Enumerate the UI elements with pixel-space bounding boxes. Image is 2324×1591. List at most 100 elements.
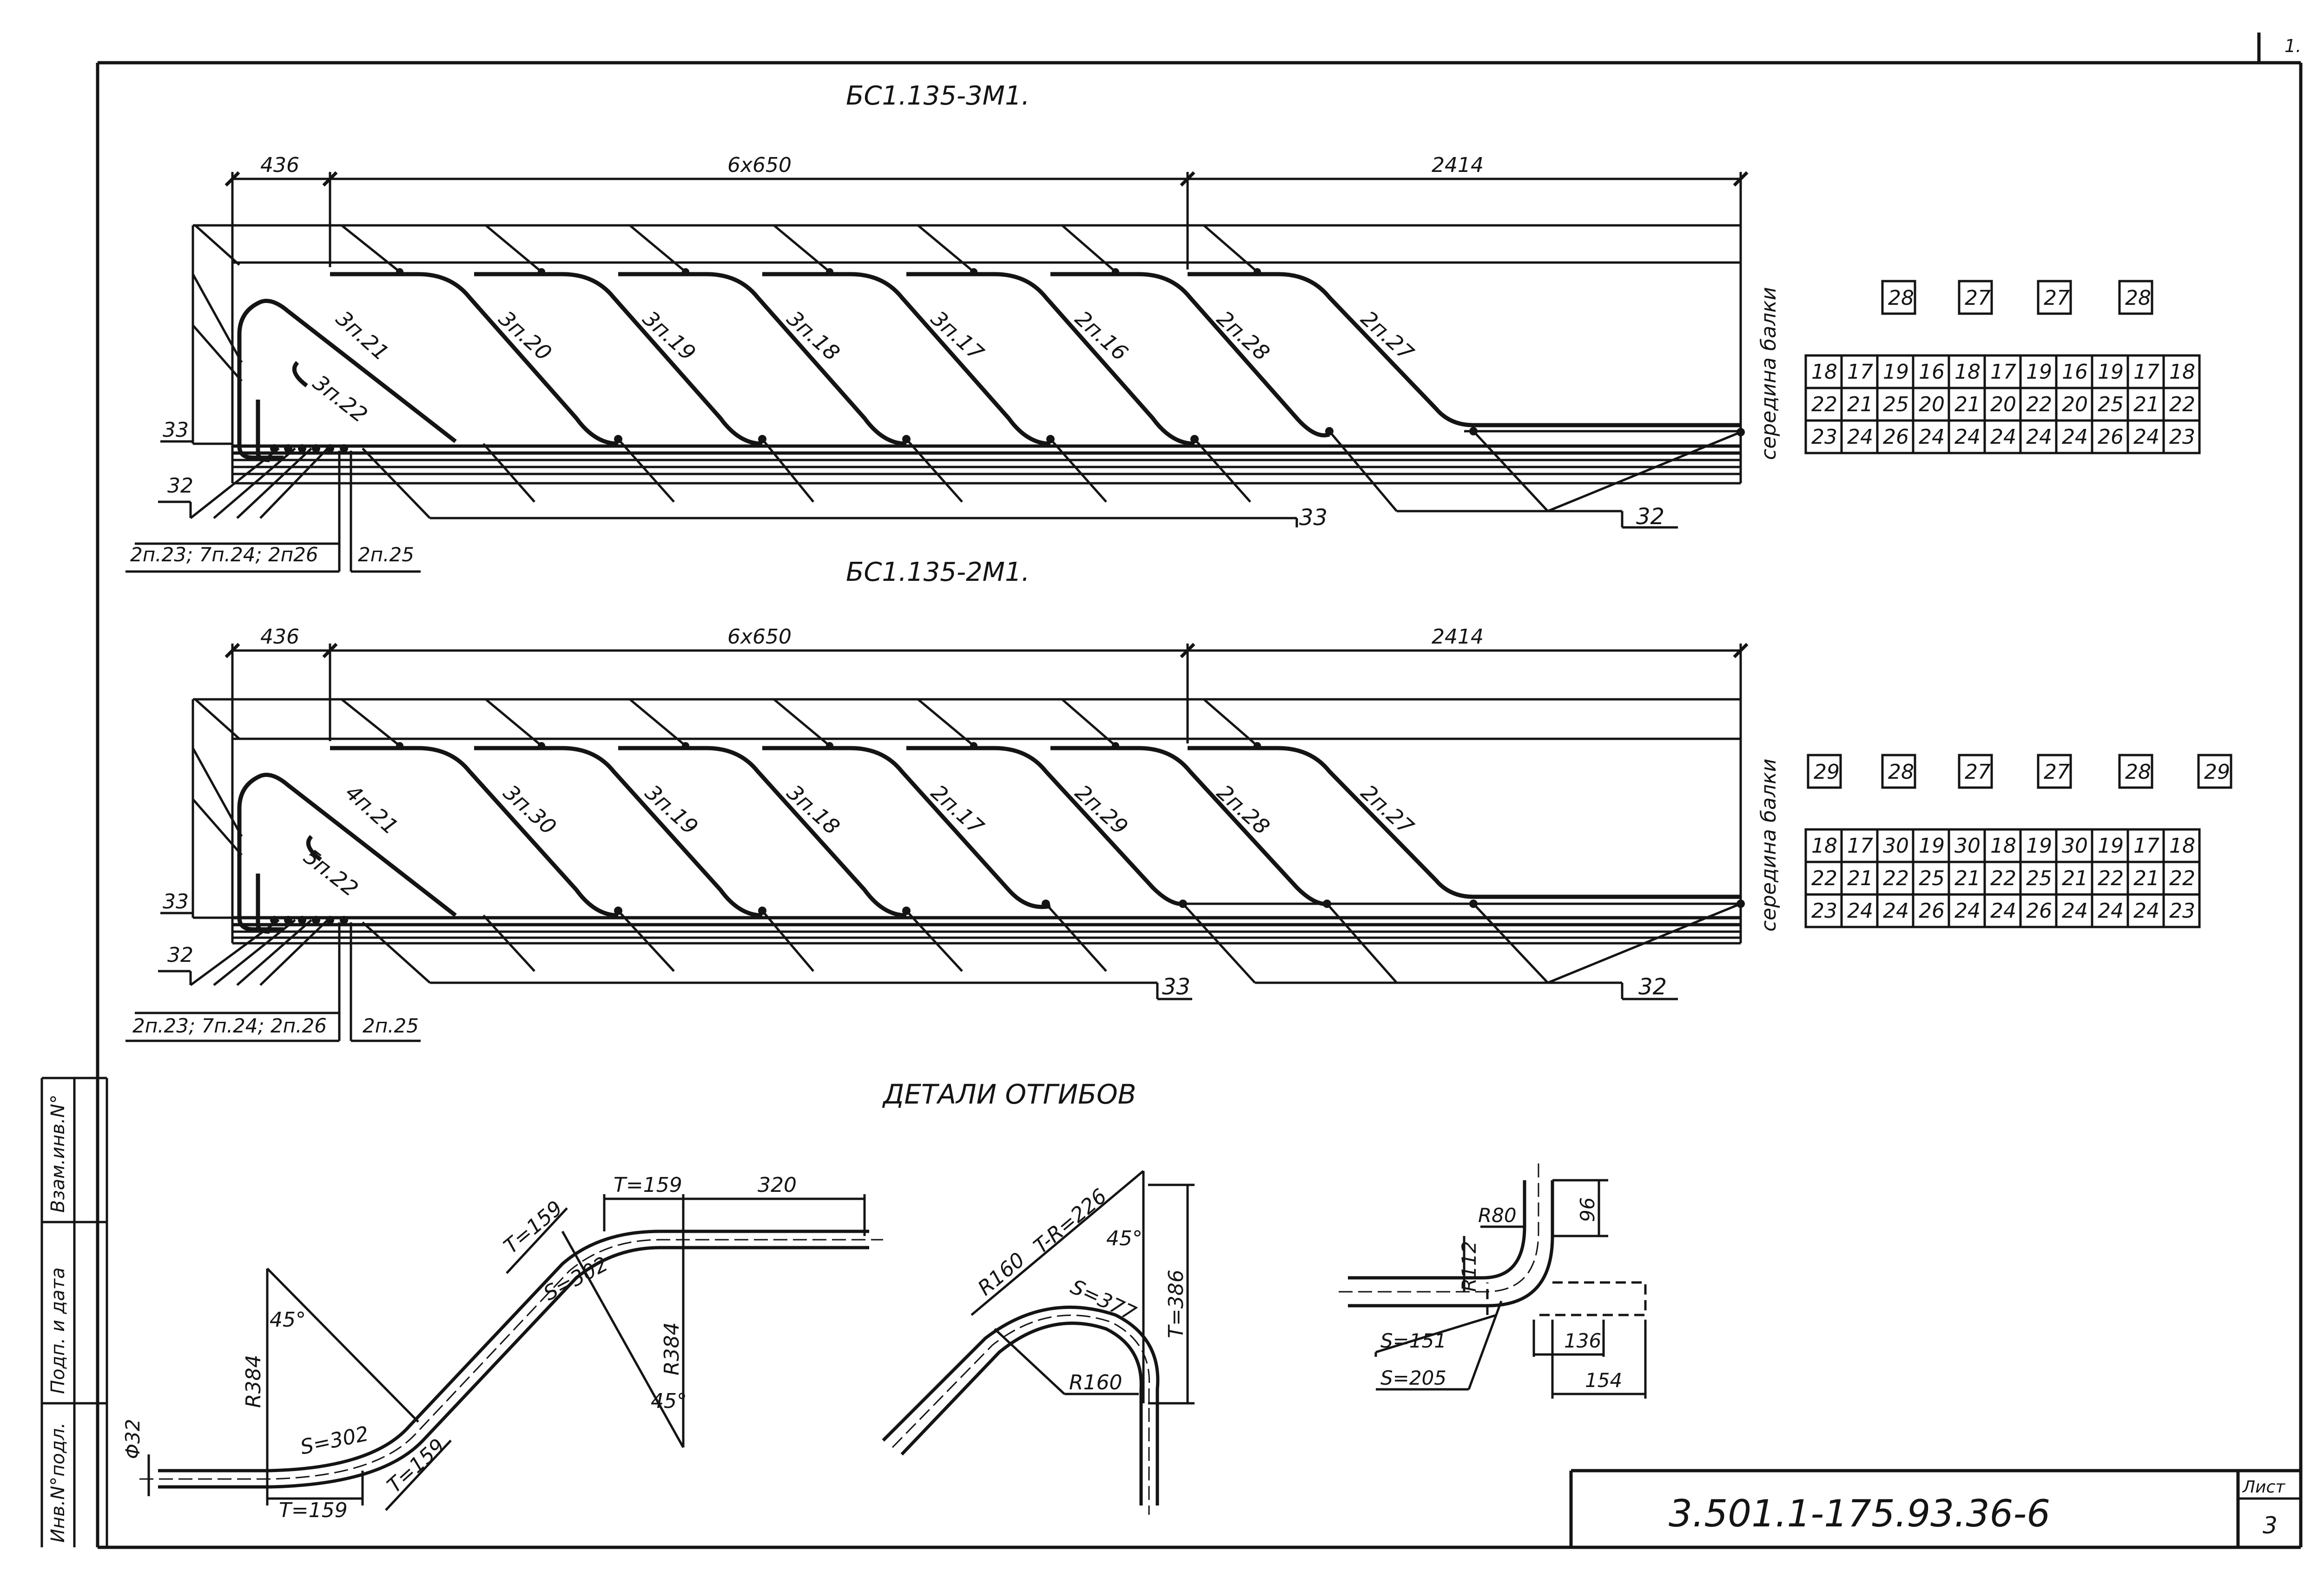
- table-cell-value: 23: [2169, 425, 2195, 449]
- table-cell-value: 24: [1919, 425, 1945, 449]
- table-cell-value: 25: [2098, 393, 2124, 416]
- detail1-t-top: T=159: [614, 1173, 682, 1197]
- table-cell-value: 19: [2026, 834, 2052, 858]
- table-cell-value: 17: [1847, 360, 1873, 384]
- table-cell-value: 18: [1811, 834, 1837, 858]
- detail2-t-r: T-R=226: [1029, 1184, 1111, 1259]
- table-cell-value: 25: [1919, 867, 1945, 890]
- detail3-s151: S=151: [1380, 1329, 1446, 1352]
- detail3-r80: R80: [1478, 1204, 1517, 1227]
- beam2-drawing: БС1.135-2М1. 436 6x650 2414: [125, 557, 1781, 1042]
- detail1-s-right: S=302: [540, 1252, 612, 1306]
- detail2-r-inner: R160: [1069, 1371, 1122, 1394]
- detail1-angle-right: 45°: [651, 1389, 687, 1413]
- beam1-bottom-label-1: 2п.23; 7п.24; 2п26: [130, 543, 318, 566]
- detail2-bend: R160 T-R=226 45° S=377 T=386 R160: [882, 1170, 1195, 1515]
- document-code: 3.501.1-175.93.36-6: [1669, 1492, 2050, 1535]
- table-cell-value: 22: [1883, 867, 1909, 890]
- detail3-d154: 154: [1585, 1369, 1622, 1392]
- table-cell-value: 22: [1990, 867, 2016, 890]
- beam2-mark-33-left: 33: [163, 890, 189, 914]
- detail1-angle-left: 45°: [270, 1308, 306, 1332]
- detail1-r-left: R384: [242, 1354, 265, 1408]
- detail2-t-vert: T=386: [1164, 1269, 1188, 1338]
- beam1-dim-436: 436: [260, 153, 299, 177]
- table-cell-value: 21: [2062, 867, 2088, 890]
- table-cell-value: 18: [1811, 360, 1837, 384]
- table-cell-value: 19: [1919, 834, 1945, 858]
- table-cell-value: 19: [2098, 360, 2124, 384]
- table-cell-value: 17: [2133, 834, 2159, 858]
- detail3-d96: 96: [1576, 1197, 1599, 1222]
- sheet-frame: 1.: [96, 33, 2303, 1549]
- table-cell-value: 24: [2026, 425, 2052, 449]
- table-cell-value: 30: [1883, 834, 1909, 858]
- detail1-s-left: S=302: [298, 1422, 371, 1460]
- table-cell-value: 18: [2169, 834, 2195, 858]
- table-cell-value: 17: [2133, 360, 2159, 384]
- table-cell-value: 22: [2169, 393, 2195, 416]
- table-cell-value: 24: [2062, 425, 2088, 449]
- beam2-bar-1: 4п.21: [341, 780, 403, 840]
- beam2-bar-2: 3п.30: [499, 780, 561, 840]
- beam1-drawing: БС1.135-3М1. 436 6x650 2414: [125, 81, 1781, 573]
- beam1-mark-32-left: 32: [167, 474, 193, 498]
- corner-mark: 1.: [2284, 36, 2301, 56]
- detail3-d136: 136: [1564, 1329, 1601, 1352]
- table-cell: [2162, 893, 2201, 928]
- table-cell-value: 24: [1954, 899, 1981, 923]
- table-cell-value: 24: [2062, 899, 2088, 923]
- beam1-mark-32-bottom: 32: [1636, 504, 1664, 530]
- title-block: 3.501.1-175.93.36-6 Лист 3: [1569, 1469, 2301, 1547]
- beam1-side-label: середина балки: [1757, 287, 1781, 460]
- detail1-t-bottom: T=159: [279, 1499, 348, 1522]
- table-cell-value: 30: [1954, 834, 1981, 858]
- beam2-box-5: 28: [2125, 760, 2151, 784]
- beam2-bottom-label-2: 2п.25: [363, 1014, 419, 1037]
- table-cell-value: 26: [2098, 425, 2124, 449]
- detail2-s: S=377: [1067, 1275, 1139, 1326]
- table-cell-value: 22: [2098, 867, 2124, 890]
- table-cell-value: 23: [1811, 899, 1837, 923]
- beam1-dim-2414: 2414: [1432, 153, 1484, 177]
- table-cell-value: 20: [1990, 393, 2016, 416]
- beam1-box-2: 27: [1965, 286, 1991, 310]
- table-cell-value: 20: [1919, 393, 1945, 416]
- beam2-hook-label: 5п.22: [299, 844, 363, 901]
- detail1-t-diag: T=159: [383, 1434, 449, 1498]
- table-cell-value: 24: [1990, 899, 2016, 923]
- table-cell-value: 22: [1811, 393, 1837, 416]
- beam1-bottom-label-2: 2п.25: [358, 543, 414, 566]
- sheet-number: 3: [2263, 1512, 2278, 1539]
- table-cell-value: 24: [2133, 899, 2159, 923]
- table-cell-value: 18: [1954, 360, 1981, 384]
- table-cell: [2162, 419, 2201, 454]
- table-cell-value: 19: [2026, 360, 2052, 384]
- table-cell-value: 23: [1811, 425, 1837, 449]
- table-cell-value: 24: [2098, 899, 2124, 923]
- stamp-inventory-original: Инв.N°подл.: [47, 1422, 69, 1543]
- beam2-dim-2414: 2414: [1432, 625, 1484, 649]
- beam1-mark-33-left: 33: [163, 418, 189, 442]
- table-cell-value: 22: [2026, 393, 2052, 416]
- beam2-box-6: 29: [2204, 760, 2230, 784]
- detail3-s205: S=205: [1380, 1367, 1446, 1389]
- table-cell-value: 24: [1847, 899, 1873, 923]
- table-cell-value: 21: [1954, 867, 1981, 890]
- table-cell-value: 24: [1883, 899, 1909, 923]
- table-cell-value: 25: [2026, 867, 2052, 890]
- table-cell-value: 17: [1847, 834, 1873, 858]
- beam2-box-4: 27: [2044, 760, 2070, 784]
- table-cell-value: 24: [1954, 425, 1981, 449]
- stamp-signature-date: Подп. и дата: [47, 1268, 69, 1394]
- table-cell-value: 26: [2026, 899, 2052, 923]
- beam1-bar-1: 3п.21: [331, 306, 394, 366]
- table-cell-value: 16: [1919, 360, 1945, 384]
- table-cell-value: 21: [2133, 393, 2159, 416]
- table-cell-value: 21: [2133, 867, 2159, 890]
- beam1-hook-label: 3п.22: [308, 370, 372, 427]
- table-cell-value: 21: [1847, 867, 1873, 890]
- table-cell-value: 30: [2062, 834, 2088, 858]
